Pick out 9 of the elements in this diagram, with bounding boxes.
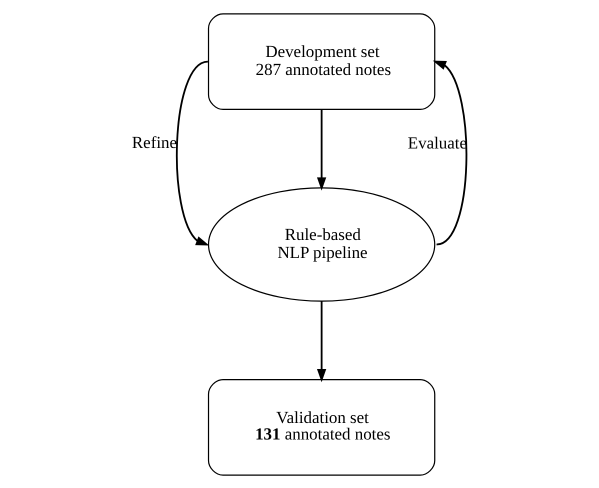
edge-label: Evaluate xyxy=(408,132,467,152)
arrow xyxy=(316,109,326,190)
arrow xyxy=(432,60,468,245)
node-box: Validation set 131 annotated notes xyxy=(208,378,436,476)
arrow xyxy=(176,60,210,245)
node-ellipse: Rule-based NLP pipeline xyxy=(208,186,436,302)
node-box: Development set 287 annotated notes xyxy=(208,12,436,110)
arrow xyxy=(316,300,326,382)
edge-label: Refine xyxy=(132,132,178,152)
